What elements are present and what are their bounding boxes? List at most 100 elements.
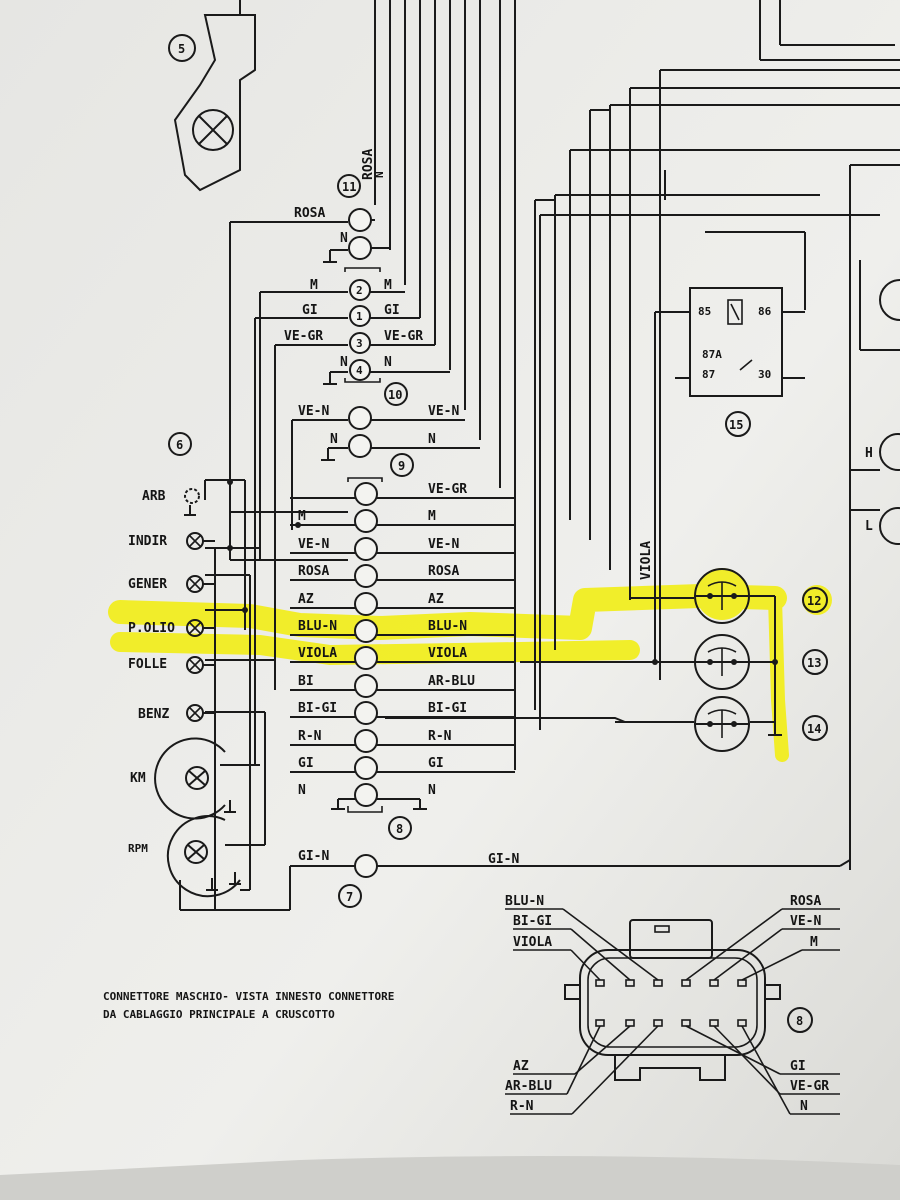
upper-pin-0: 2: [356, 284, 363, 297]
connector-11-number: 11: [342, 180, 356, 194]
connector-8-right-label: AZ: [428, 592, 444, 607]
upper-right-3: N: [384, 355, 392, 370]
lamp-gener-label: GENER: [128, 577, 167, 592]
caption: CONNETTORE MASCHIO- VISTA INNESTO CONNET…: [103, 990, 394, 1021]
upper-pin-1: 1: [356, 310, 363, 323]
paper-sheet: [0, 0, 900, 1175]
connector-11-pin-2: [348, 236, 372, 260]
right-edge-indicators: H L: [850, 279, 900, 545]
connector-8-pin: [354, 509, 378, 533]
connector-9-left-0: VE-N: [298, 404, 329, 419]
sensor-14-number: 14: [807, 722, 821, 736]
connector-8-pin: [354, 756, 378, 780]
connector-8-right-label: VIOLA: [428, 646, 467, 661]
plug-label-bottom_left: AR-BLU: [505, 1079, 552, 1094]
connector-8-pin: [354, 783, 378, 807]
relay-pin-85: 85: [698, 305, 711, 318]
connector-8-left-label: VIOLA: [298, 646, 337, 661]
caption-line-1: CONNETTORE MASCHIO- VISTA INNESTO CONNET…: [103, 990, 394, 1003]
relay-pin-30: 30: [758, 368, 771, 381]
sensor-12-number: 12: [807, 594, 821, 608]
connector-8-right-label: M: [428, 509, 436, 524]
connector-11: 11 ROSA N ROSA N: [229, 149, 390, 560]
upper-right-2: VE-GR: [384, 329, 423, 344]
connector-8-pin: [354, 564, 378, 588]
lamp-polio-label: P.OLIO: [128, 621, 175, 636]
upper-left-1: GI: [302, 303, 318, 318]
connector-11-pin-1: [348, 208, 372, 232]
connector-9: VE-N VE-N N N 9: [291, 404, 480, 530]
connector-8-pin: [354, 646, 378, 670]
upper-pin-3: 4: [356, 364, 363, 377]
upper-right-0: M: [384, 278, 392, 293]
connector-9-right-0: VE-N: [428, 404, 459, 419]
viola-vertical-label: VIOLA: [639, 541, 654, 580]
plug-label-top_right: ROSA: [790, 894, 821, 909]
caption-line-2: DA CABLAGGIO PRINCIPALE A CRUSCOTTO: [103, 1008, 335, 1021]
connector-7: GI-N GI-N 7: [289, 849, 851, 908]
connector-8-pin: [354, 537, 378, 561]
connector-8-left-label: ROSA: [298, 564, 329, 579]
component-6-lamps: 6 ARB INDIR GENER P.OLIO FOLLE BENZ KM R…: [128, 432, 241, 898]
connector-8-right-label: BLU-N: [428, 619, 467, 634]
component-5-headlight: 5: [168, 0, 256, 192]
connector-8-left-label: BI: [298, 674, 314, 689]
relay-pin-87: 87: [702, 368, 715, 381]
sensor-13-number: 13: [807, 656, 821, 670]
connector-8-pin: [354, 674, 378, 698]
component-6-number: 6: [176, 438, 183, 452]
lamp-indir-label: INDIR: [128, 534, 167, 549]
connector-7-left: GI-N: [298, 849, 329, 864]
connector-8-right-label: BI-GI: [428, 701, 467, 716]
plug-label-bottom_left: R-N: [510, 1099, 534, 1114]
connector-8-left-label: M: [298, 509, 306, 524]
upper-pin-2: 3: [356, 337, 363, 350]
upper-left-0: M: [310, 278, 318, 293]
relay-number: 15: [729, 418, 743, 432]
upper-left-3: N: [340, 355, 348, 370]
component-5-label: 5: [178, 42, 185, 56]
connector-9-number: 9: [398, 459, 405, 473]
connector-8-right-label: N: [428, 783, 436, 798]
connector-8-pin: [354, 701, 378, 725]
connector-8-left-label: VE-N: [298, 537, 329, 552]
plug-label-bottom_right: GI: [790, 1059, 806, 1074]
lamp-bus-wires: [179, 292, 348, 911]
connector-8-right-label: AR-BLU: [428, 674, 475, 689]
connector-8-left-label: BLU-N: [298, 619, 337, 634]
upper-left-2: VE-GR: [284, 329, 323, 344]
plug-label-top_right: VE-N: [790, 914, 821, 929]
lamp-benz-label: BENZ: [138, 707, 169, 722]
sensors-12-13-14: 12 13 14: [385, 568, 828, 752]
label-h: H: [865, 446, 873, 461]
connector-8-pin: [354, 619, 378, 643]
connector-8-right-label: GI: [428, 756, 444, 771]
connector-8-left-label: N: [298, 783, 306, 798]
connector-8-left-label: BI-GI: [298, 701, 337, 716]
connector-7-right: GI-N: [488, 852, 519, 867]
connector-8-right-label: ROSA: [428, 564, 459, 579]
connector-9-right-1: N: [428, 432, 436, 447]
label-l: L: [865, 519, 873, 534]
lamp-km-label: KM: [130, 771, 146, 786]
connector-8-left-label: R-N: [298, 729, 322, 744]
wire-bundle-upper: [374, 0, 900, 870]
lamp-folle-label: FOLLE: [128, 657, 167, 672]
plug-label-bottom_left: AZ: [513, 1059, 529, 1074]
relay-15: 85 86 87A 87 30 15: [654, 287, 805, 662]
plug-label-top_left: VIOLA: [513, 935, 552, 950]
lamp-arb-label: ARB: [142, 489, 166, 504]
plug-label-top_left: BI-GI: [513, 914, 552, 929]
plug-badge: 8: [796, 1014, 803, 1028]
connector-8-left-label: AZ: [298, 592, 314, 607]
connector-8-right-label: VE-N: [428, 537, 459, 552]
connector-upper: M 2 M GI 1 GI VE-GR 3 VE-GR N 4 N 10: [255, 267, 450, 406]
plug-connector-view: BLU-NBI-GIVIOLAROSAVE-NMAZAR-BLUR-NGIVE-…: [505, 894, 840, 1115]
connector-11-vertical-label: ROSA: [361, 149, 376, 180]
connector-8-pin: [354, 729, 378, 753]
connector-9-left-1: N: [330, 432, 338, 447]
plug-label-bottom_right: VE-GR: [790, 1079, 829, 1094]
connector-11-wire-rosa: ROSA: [294, 206, 325, 221]
